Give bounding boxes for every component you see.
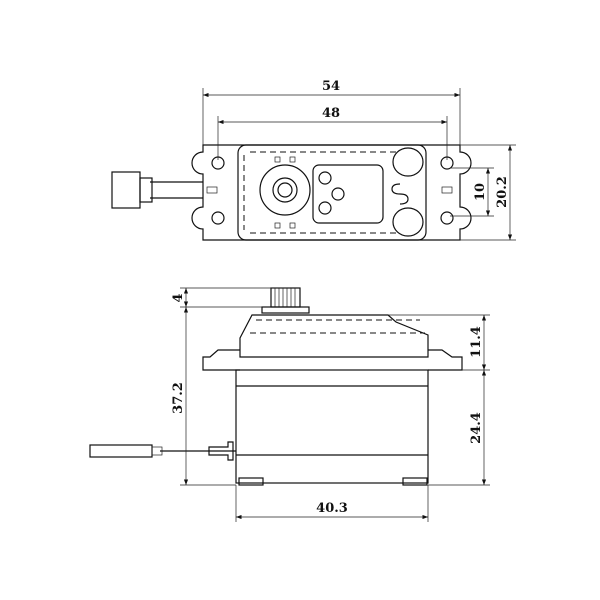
- logo-s-icon: [391, 183, 409, 205]
- top-view: 54 48 20.2 10: [111, 79, 516, 241]
- dim-10: 10: [473, 183, 488, 201]
- connector: [89, 444, 153, 458]
- output-spline: [272, 177, 298, 203]
- dim-24-4: 24.4: [469, 412, 484, 444]
- case-lug: [392, 147, 424, 177]
- label-panel: [312, 164, 384, 224]
- mount-hole: [440, 211, 454, 225]
- dim-40-3: 40.3: [316, 501, 348, 516]
- case-body: [237, 144, 427, 241]
- dim-37-2: 37.2: [171, 382, 186, 414]
- upper-case: [239, 314, 429, 358]
- case-lug: [392, 207, 424, 237]
- dim-20-2: 20.2: [495, 176, 510, 208]
- dim-54: 54: [322, 79, 340, 94]
- dim-11-4: 11.4: [469, 326, 484, 358]
- side-view: 4 37.2 11.4 24.4 40.3: [89, 287, 490, 522]
- dim-48: 48: [322, 106, 340, 121]
- mounting-plate: [191, 144, 472, 241]
- connector: [111, 171, 141, 209]
- output-gear-outline: [259, 164, 311, 216]
- lower-case: [235, 369, 429, 484]
- mount-hole: [211, 211, 225, 225]
- dim-4: 4: [171, 293, 186, 302]
